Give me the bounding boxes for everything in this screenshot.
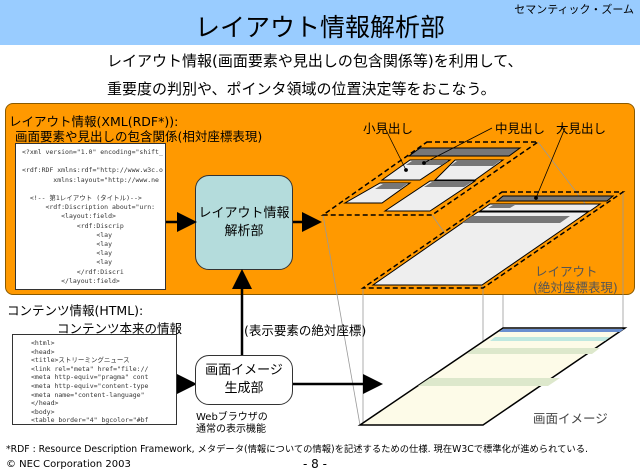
- code-line: </head>: [31, 399, 59, 408]
- code-line: <layout:field>: [22, 212, 116, 221]
- flow-arrows: [166, 212, 383, 394]
- topic-label: セマンティック・ズーム: [514, 3, 634, 16]
- browser-note-2: 通常の表示機能: [196, 424, 266, 435]
- code-line: xmlns:layout="http://www.ne: [22, 175, 159, 184]
- layout-info-sublabel: 画面要素や見出しの包含関係(相対座標表現): [15, 129, 263, 144]
- code-line: <table border="4" bgcolor="#bf: [31, 416, 149, 425]
- absolute-layout-diagram: [360, 191, 626, 289]
- large-heading-label: 大見出し: [556, 121, 607, 136]
- code-line: <head>: [31, 347, 55, 356]
- code-line: <lay: [22, 249, 113, 258]
- image-generator-box: 画面イメージ生成部: [195, 355, 293, 405]
- code-line: <?xml version="1.0" encoding="shift_: [22, 148, 163, 156]
- layout-label: レイアウト: [535, 264, 598, 279]
- copyright: © NEC Corporation 2003: [6, 459, 131, 470]
- code-line: <lay: [22, 230, 113, 239]
- generator-line1: 画面イメージ: [205, 363, 283, 378]
- lead-line-2: 重要度の判別や、ポインタ領域の位置決定等をおこなう。: [107, 80, 496, 98]
- page-number: - 8 -: [303, 457, 327, 471]
- analyzer-line2: 解析部: [224, 223, 264, 239]
- code-line: </rdf:Discri: [22, 267, 124, 276]
- coordinate-label: (表示要素の絶対座標): [244, 323, 367, 338]
- code-line: <title>ストリーミングニュース: [31, 356, 130, 365]
- slide-title: レイアウト情報解析部: [194, 13, 445, 42]
- code-line: <meta http-equiv="pragma" cont: [31, 373, 149, 382]
- content-info-label: コンテンツ情報(HTML):: [7, 303, 144, 318]
- html-code-box: <html><head><title>ストリーミングニュース<link rel=…: [12, 334, 177, 425]
- layout-sublabel: (絶対座標表現): [533, 280, 618, 295]
- code-line: <body>: [31, 407, 55, 416]
- code-line: <rdf:Discrip: [22, 221, 124, 230]
- screen-image-diagram: [357, 327, 628, 426]
- footnote: *RDF : Resource Description Framework, メ…: [6, 444, 588, 455]
- code-line: <meta name="content-language": [31, 390, 145, 399]
- browser-note-1: Webブラウザの: [196, 412, 268, 423]
- code-line: <lay: [22, 258, 113, 267]
- code-line: <!-- 第1レイアウト (タイトル)-->: [22, 194, 142, 203]
- screen-image-label: 画面イメージ: [533, 411, 608, 426]
- header-band: [0, 0, 640, 45]
- code-line: <meta http-equiv="content-type: [31, 381, 149, 390]
- layout-info-label: レイアウト情報(XML(RDF*)):: [9, 114, 179, 129]
- xml-code-box: <?xml version="1.0" encoding="shift_ <rd…: [15, 143, 166, 290]
- lead-line-1: レイアウト情報(画面要素や見出しの包含関係等)を利用して、: [107, 52, 523, 70]
- code-line: </layout:field>: [22, 276, 120, 285]
- analyzer-line1: レイアウト情報: [198, 205, 290, 221]
- code-line: <link rel="meta" href="file://: [31, 364, 149, 373]
- medium-heading-label: 中見出し: [495, 121, 546, 136]
- relative-layout-diagram: [320, 141, 541, 216]
- code-line: <rdf:RDF xmlns:rdf="http://www.w3c.o: [22, 166, 163, 175]
- layout-analyzer-box: レイアウト情報解析部: [195, 175, 293, 270]
- code-line: <rdf:Discription about="urn:: [22, 203, 156, 212]
- content-info-sublabel: コンテンツ本来の情報: [57, 321, 183, 336]
- code-line: <lay: [22, 240, 113, 249]
- small-heading-label: 小見出し: [363, 121, 414, 136]
- code-line: <html>: [31, 339, 55, 347]
- generator-line2: 生成部: [224, 381, 264, 396]
